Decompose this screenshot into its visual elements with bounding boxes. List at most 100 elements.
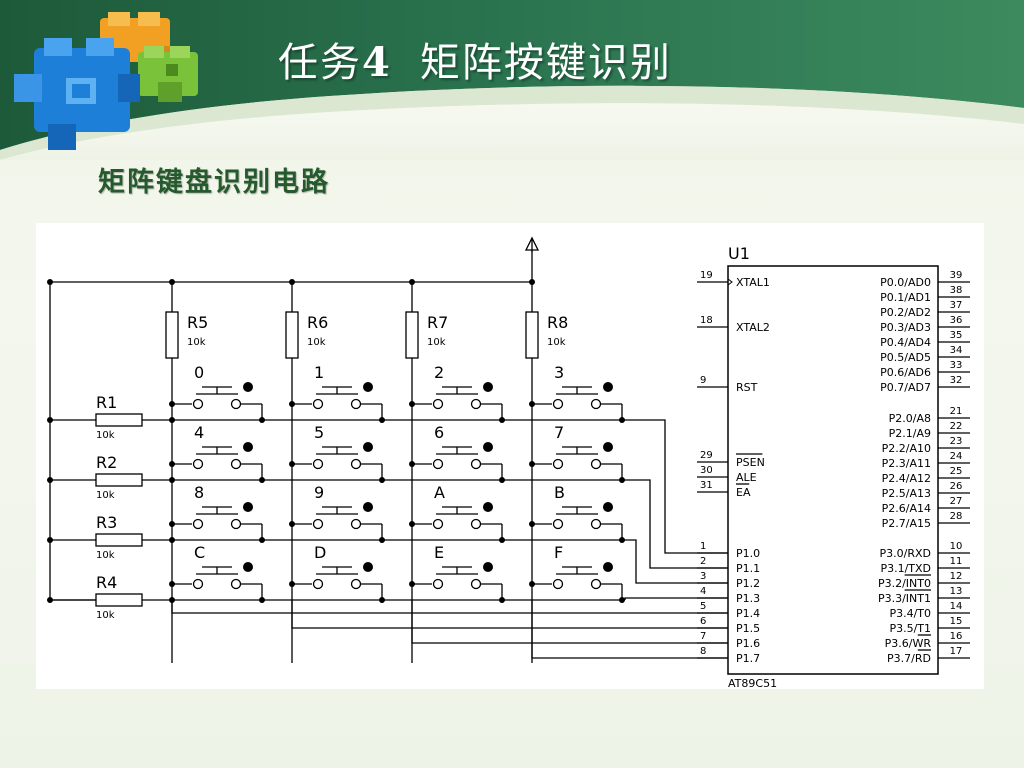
chip-pin-number: 9	[700, 375, 706, 386]
switch-contact	[312, 518, 324, 530]
chip-pin-label: EA	[736, 486, 751, 499]
column-resistor-name: R7	[427, 313, 448, 332]
row-resistor-body	[95, 533, 143, 547]
switch-contact	[192, 458, 204, 470]
chip-pin-number: 28	[950, 511, 963, 522]
junction-dot	[259, 537, 265, 543]
junction-dot	[409, 581, 415, 587]
row-resistor-value: 10k	[96, 430, 115, 441]
chip-pin-label: P0.0/AD0	[880, 276, 931, 289]
chip-pin-label: P2.7/A15	[882, 517, 931, 530]
junction-dot	[409, 401, 415, 407]
switch-contact	[590, 398, 602, 410]
junction-dot	[169, 401, 175, 407]
junction-dot	[529, 581, 535, 587]
row-to-p1-wire	[625, 479, 728, 569]
key-switch-4	[172, 442, 263, 480]
chip-designator: U1	[728, 244, 750, 263]
switch-indicator-dot	[363, 502, 373, 512]
switch-contact	[432, 458, 444, 470]
column-resistor-value: 10k	[307, 337, 326, 348]
chip-pin-number: 10	[950, 541, 963, 552]
key-switch-1	[292, 382, 383, 420]
stacked-puzzle-cubes-icon	[14, 12, 198, 150]
column-resistor-body	[525, 311, 539, 359]
switch-contact	[590, 518, 602, 530]
key-switch-9	[292, 502, 383, 540]
chip-pin-label: P2.3/A11	[882, 457, 931, 470]
chip-pin-number: 11	[950, 556, 963, 567]
key-label: 7	[554, 423, 564, 442]
junction-dot	[47, 279, 53, 285]
switch-contact	[350, 458, 362, 470]
key-label: 1	[314, 363, 324, 382]
chip-pin-label: XTAL1	[736, 276, 770, 289]
matrix-keypad-schematic: R510kR610kR710kR810kR110kR210kR310kR410k…	[36, 223, 984, 689]
junction-dot	[529, 521, 535, 527]
switch-contact	[552, 518, 564, 530]
switch-contact	[470, 398, 482, 410]
switch-contact	[552, 578, 564, 590]
row-resistor-name: R4	[96, 573, 117, 592]
chip-pin-number: 32	[950, 375, 963, 386]
column-resistor-body	[165, 311, 179, 359]
switch-contact	[432, 578, 444, 590]
chip-pin-label: P3.4/T0	[889, 607, 931, 620]
row-resistor-value: 10k	[96, 490, 115, 501]
chip-pin-number: 5	[700, 601, 706, 612]
chip-pin-number: 25	[950, 466, 963, 477]
chip-pin-label: P0.6/AD6	[880, 366, 931, 379]
chip-pin-number: 19	[700, 270, 713, 281]
junction-dot	[169, 417, 175, 423]
chip-pin-label: P1.6	[736, 637, 760, 650]
chip-pin-label: PSEN	[736, 456, 765, 469]
switch-contact	[312, 458, 324, 470]
chip-pin-label: P0.7/AD7	[880, 381, 931, 394]
key-label: B	[554, 483, 565, 502]
title-number: 4	[362, 39, 392, 86]
chip-pin-label: P3.7/RD	[887, 652, 931, 665]
junction-dot	[289, 521, 295, 527]
chip-pin-label: P0.4/AD4	[880, 336, 931, 349]
chip-pin-number: 39	[950, 270, 963, 281]
switch-indicator-dot	[483, 562, 493, 572]
key-label: A	[434, 483, 445, 502]
chip-pin-label: RST	[736, 381, 758, 394]
column-resistor-name: R5	[187, 313, 208, 332]
chip-pin-label: P3.5/T1	[889, 622, 931, 635]
row-to-p1-wire	[625, 539, 728, 584]
at89c51-chip	[727, 265, 939, 675]
chip-pin-number: 8	[700, 646, 706, 657]
chip-pin-label: P2.6/A14	[882, 502, 931, 515]
column-resistor-body	[285, 311, 299, 359]
junction-dot	[409, 461, 415, 467]
chip-pin-number: 18	[700, 315, 713, 326]
column-to-p1-wire	[531, 600, 728, 659]
column-resistor-value: 10k	[547, 337, 566, 348]
chip-pin-label: P3.1/TXD	[880, 562, 931, 575]
title-text: 矩阵按键识别	[419, 40, 672, 86]
row-resistor-body	[95, 593, 143, 607]
junction-dot	[169, 477, 175, 483]
switch-contact	[590, 458, 602, 470]
chip-pin-number: 29	[700, 450, 713, 461]
switch-indicator-dot	[243, 562, 253, 572]
chip-pin-label: P1.0	[736, 547, 760, 560]
switch-indicator-dot	[243, 502, 253, 512]
junction-dot	[259, 477, 265, 483]
row-resistor-name: R1	[96, 393, 117, 412]
key-switch-C	[172, 562, 263, 600]
key-switch-0	[172, 382, 263, 420]
column-resistor-name: R6	[307, 313, 328, 332]
key-label: 9	[314, 483, 324, 502]
switch-contact	[552, 458, 564, 470]
chip-pin-label: P2.0/A8	[889, 412, 931, 425]
chip-pin-label: P0.2/AD2	[880, 306, 931, 319]
chip-pin-label: P2.2/A10	[882, 442, 931, 455]
junction-dot	[169, 537, 175, 543]
chip-pin-label: P3.3/INT1	[878, 592, 931, 605]
chip-pin-number: 13	[950, 586, 963, 597]
junction-dot	[169, 581, 175, 587]
chip-pin-label: P1.4	[736, 607, 760, 620]
